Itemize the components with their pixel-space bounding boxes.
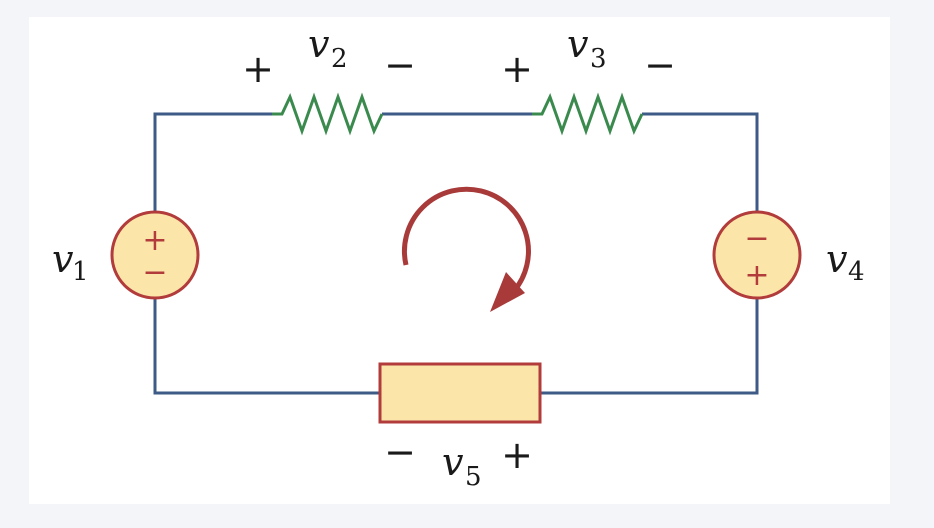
source-v4-top-sign: − [744,221,769,256]
wire-top-left [153,112,272,212]
label-v3-plus: + [501,47,533,91]
label-v2-sub: 2 [331,44,348,74]
voltage-source-v4: − + [712,210,802,300]
label-v2-plus: + [242,47,274,91]
wire-bottom-left [153,298,380,395]
loop-arrowhead [490,272,525,312]
label-v3: + v 3 − [501,22,676,91]
voltage-source-v1: + − [110,210,200,300]
circuit-wires [153,112,759,395]
wire-top-right [642,112,759,212]
label-v5-sub: 5 [465,462,482,492]
source-v1-body [110,210,200,300]
source-v1-bottom-sign: − [142,255,167,290]
label-v5: − v 5 + [384,430,533,492]
resistor-v3 [532,92,644,136]
label-v2: + v 2 − [242,22,416,91]
source-v4-bottom-sign: + [744,258,769,293]
diagram-canvas: + − − + v 1 + v 2 − + v 3 − v 4 − v 5 + [29,17,890,504]
source-v1-top-sign: + [142,223,167,258]
label-v5-minus: − [384,430,416,474]
label-v3-minus: − [644,43,676,87]
label-v2-minus: − [384,43,416,87]
resistor-v2 [272,92,384,136]
label-v4: v 4 [826,237,865,287]
label-v1-base: v [52,237,74,281]
label-v4-sub: 4 [848,257,865,287]
source-v4-body [712,210,802,300]
label-v5-base: v [442,440,464,484]
loop-direction-arrow [401,186,531,312]
wire-bottom-right [540,298,759,395]
label-v2-base: v [308,22,330,66]
element-v5 [378,362,542,424]
loop-arc [401,186,531,293]
label-v5-plus: + [501,433,533,477]
label-v4-base: v [826,237,848,281]
label-v1: v 1 [52,237,89,287]
label-v1-sub: 1 [72,257,89,287]
label-v3-base: v [567,22,589,66]
label-v3-sub: 3 [590,44,607,74]
